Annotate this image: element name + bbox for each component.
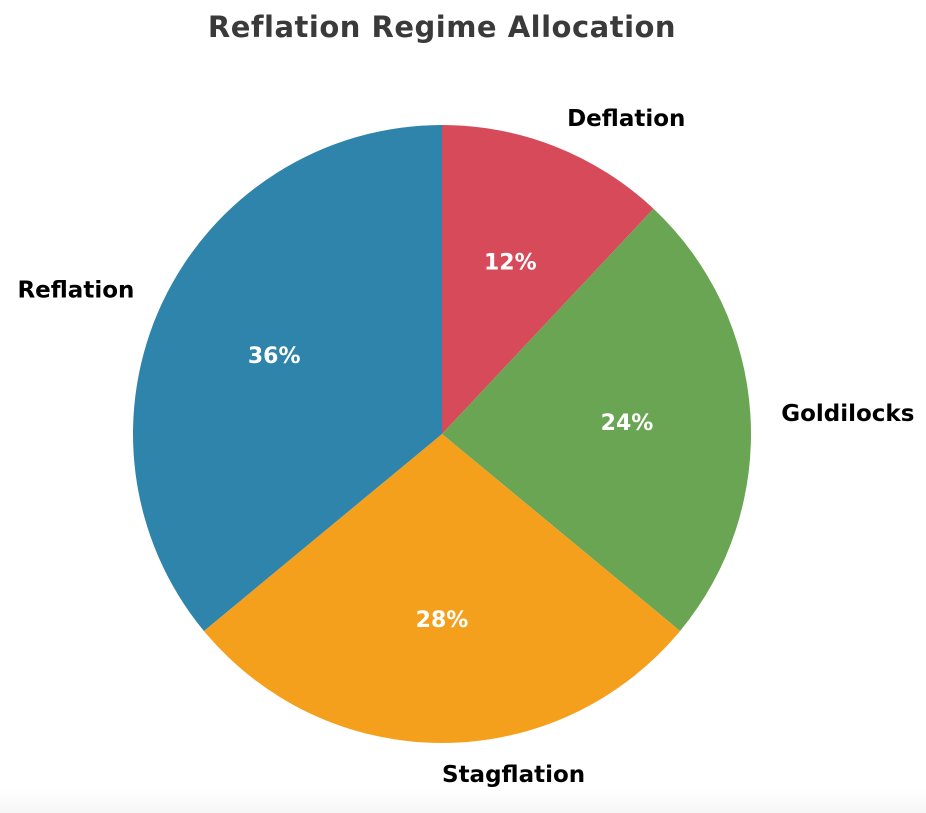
pct-label-deflation: 12% — [484, 250, 537, 275]
slice-label-stagflation: Stagflation — [442, 762, 585, 788]
pct-label-goldilocks: 24% — [601, 411, 654, 436]
pct-label-stagflation: 28% — [416, 608, 469, 633]
pie-slice-deflation — [442, 125, 654, 434]
pie-slice-stagflation — [203, 434, 681, 743]
slice-label-deflation: Deflation — [567, 106, 685, 132]
pie-slice-goldilocks — [442, 208, 752, 631]
bottom-edge-shade — [0, 789, 926, 813]
slice-label-goldilocks: Goldilocks — [781, 401, 914, 427]
slice-label-reflation: Reflation — [17, 277, 134, 303]
pct-label-reflation: 36% — [248, 344, 301, 369]
pie-slice-reflation — [133, 125, 442, 631]
chart-title: Reflation Regime Allocation — [207, 10, 677, 44]
